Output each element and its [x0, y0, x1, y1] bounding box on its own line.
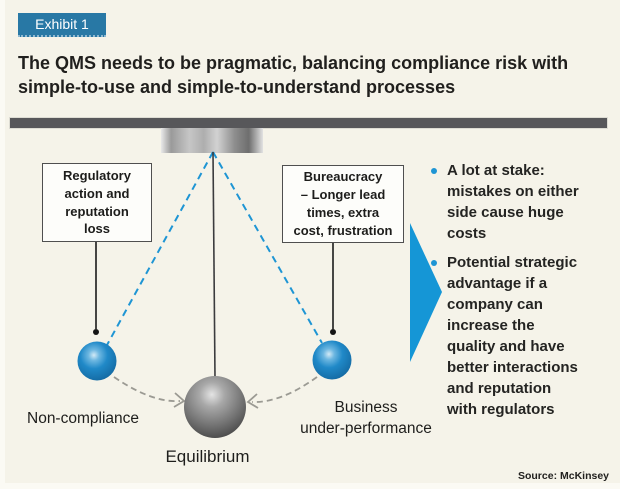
- source-note: Source: McKinsey: [517, 470, 609, 482]
- bottom-edge-strip: [0, 483, 620, 489]
- left-swing-arrowhead-icon: [173, 392, 186, 408]
- bullet-dot-icon: [431, 260, 437, 266]
- label-business-under-performance: Business under-performance: [300, 399, 432, 437]
- exhibit-badge: Exhibit 1: [18, 13, 106, 37]
- label-equilibrium: Equilibrium: [165, 447, 250, 466]
- bullet-item-stakes: A lot at stake: mistakes on either side …: [431, 160, 611, 244]
- exhibit-title: The QMS needs to be pragmatic, balancing…: [18, 53, 569, 98]
- center-pendulum-string: [212, 151, 216, 379]
- left-swing-dashed-line: [106, 151, 214, 346]
- bullet-item-advantage: Potential strategic advantage if a compa…: [431, 252, 611, 420]
- left-edge-strip: [0, 0, 5, 489]
- right-cause-box: Bureaucracy – Longer lead times, extra c…: [282, 165, 404, 243]
- label-non-compliance: Non-compliance: [27, 410, 139, 427]
- right-swing-arrow: [251, 376, 318, 403]
- left-connector-dot: [93, 329, 99, 335]
- pivot-mount-cylinder: [161, 128, 263, 153]
- left-swing-arrow: [113, 376, 181, 402]
- non-compliance-ball: [77, 341, 117, 381]
- equilibrium-ball: [184, 376, 246, 438]
- bullet-text-stakes: A lot at stake: mistakes on either side …: [447, 162, 579, 242]
- right-swing-arrowhead-icon: [246, 393, 259, 409]
- right-connector-dot: [330, 329, 336, 335]
- big-blue-arrow-icon: [410, 223, 442, 362]
- under-performance-ball: [312, 340, 352, 380]
- left-cause-box: Regulatory action and reputation loss: [42, 163, 152, 242]
- bullet-text-advantage: Potential strategic advantage if a compa…: [447, 254, 578, 418]
- bullet-dot-icon: [431, 168, 437, 174]
- right-swing-dashed-line: [212, 151, 323, 344]
- ceiling-bar: [10, 118, 607, 128]
